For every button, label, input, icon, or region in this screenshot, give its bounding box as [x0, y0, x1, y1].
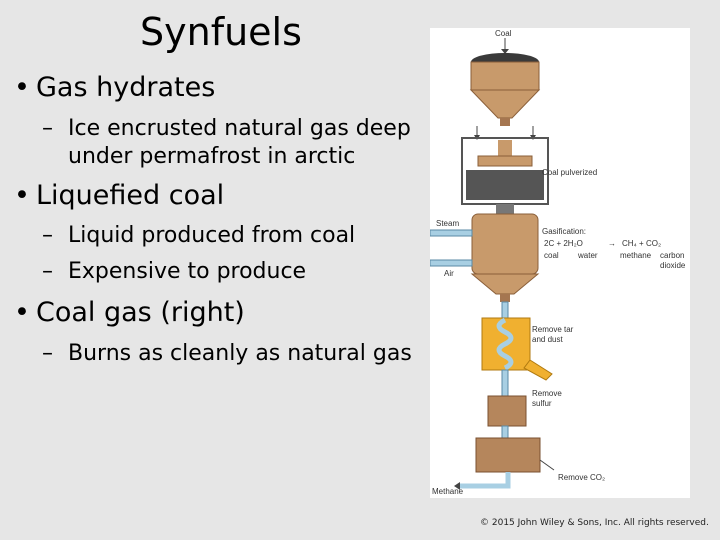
equation-rhs: CH₄ + CO₂	[622, 239, 661, 248]
label-remove-tar: Remove tar	[532, 325, 574, 334]
hopper-funnel	[469, 89, 541, 119]
label-coal-word: coal	[544, 251, 559, 260]
press-stem	[498, 140, 512, 158]
label-dioxide-word: dioxide	[660, 261, 686, 270]
label-coal: Coal	[495, 29, 512, 38]
gasifier-funnel	[470, 273, 540, 295]
sub-bullet-text: Burns as cleanly as natural gas	[68, 341, 412, 366]
label-sulfur: sulfur	[532, 399, 552, 408]
hopper-body	[470, 61, 540, 91]
label-coal-pulverized: Coal pulverized	[542, 168, 597, 177]
press-plate	[477, 155, 533, 167]
gas-pipe	[501, 301, 509, 321]
steam-pipe	[430, 229, 473, 237]
bullet-text: Gas hydrates	[36, 72, 216, 103]
co2-remover-box	[475, 437, 541, 473]
label-air: Air	[444, 269, 454, 278]
label-methane-word: methane	[620, 251, 652, 260]
arrow-co2-out	[539, 459, 555, 471]
coal-gasification-diagram: Coal Coal pulverized Steam Air Gasificat…	[430, 28, 690, 498]
bullet-liquefied-coal: •Liquefied coal	[14, 180, 224, 212]
gasifier-outlet	[500, 294, 510, 302]
dash-icon: –	[42, 223, 53, 248]
dash-icon: –	[42, 259, 53, 284]
gasifier-vessel	[471, 213, 539, 275]
slide-title: Synfuels	[140, 10, 302, 54]
sub-bullet-text: Expensive to produce	[68, 259, 307, 284]
dash-icon: –	[42, 116, 53, 141]
label-gasification: Gasification:	[542, 227, 586, 236]
sub-bullet-text: Liquid produced from coal	[68, 223, 356, 248]
sub-bullet: –Ice encrusted natural gas deep	[42, 115, 411, 143]
sulfur-remover-box	[487, 395, 527, 427]
bullet-dot-icon: •	[14, 297, 30, 328]
bullet-dot-icon: •	[14, 72, 30, 103]
sub-bullet: –Burns as cleanly as natural gas	[42, 340, 412, 368]
label-remove: Remove	[532, 389, 562, 398]
bullet-dot-icon: •	[14, 180, 30, 211]
gas-pipe	[501, 369, 509, 397]
bullet-text: Coal gas (right)	[36, 297, 245, 328]
label-and-dust: and dust	[532, 335, 563, 344]
arrow-head-icon	[501, 49, 509, 54]
air-pipe	[430, 259, 473, 267]
label-methane: Methane	[432, 487, 464, 496]
label-remove-co2: Remove CO₂	[558, 473, 605, 482]
hopper-outlet	[500, 118, 510, 126]
methane-pipe	[460, 472, 511, 489]
copyright-credit: © 2015 John Wiley & Sons, Inc. All right…	[480, 518, 709, 528]
equation-arrow: →	[608, 239, 616, 248]
label-carbon-word: carbon	[660, 251, 684, 260]
sub-bullet-continuation: under permafrost in arctic	[68, 144, 356, 169]
bullet-text: Liquefied coal	[36, 180, 225, 211]
dash-icon: –	[42, 341, 53, 366]
bullet-gas-hydrates: •Gas hydrates	[14, 72, 215, 104]
sub-bullet-text: Ice encrusted natural gas deep	[68, 116, 411, 141]
sub-bullet: –Liquid produced from coal	[42, 222, 355, 250]
tar-outlet	[523, 359, 553, 381]
bullet-coal-gas: •Coal gas (right)	[14, 297, 245, 329]
sub-bullet: –Expensive to produce	[42, 258, 306, 286]
pulverized-coal	[466, 170, 544, 200]
equation-lhs: 2C + 2H₂O	[544, 239, 583, 248]
label-steam: Steam	[436, 219, 459, 228]
coil-pipe	[496, 317, 514, 371]
label-water-word: water	[577, 251, 598, 260]
tar-remover-box	[481, 317, 531, 371]
diagram-svg: Coal Coal pulverized Steam Air Gasificat…	[430, 29, 686, 496]
arrow-head-icon	[454, 482, 460, 490]
connector	[496, 204, 514, 214]
